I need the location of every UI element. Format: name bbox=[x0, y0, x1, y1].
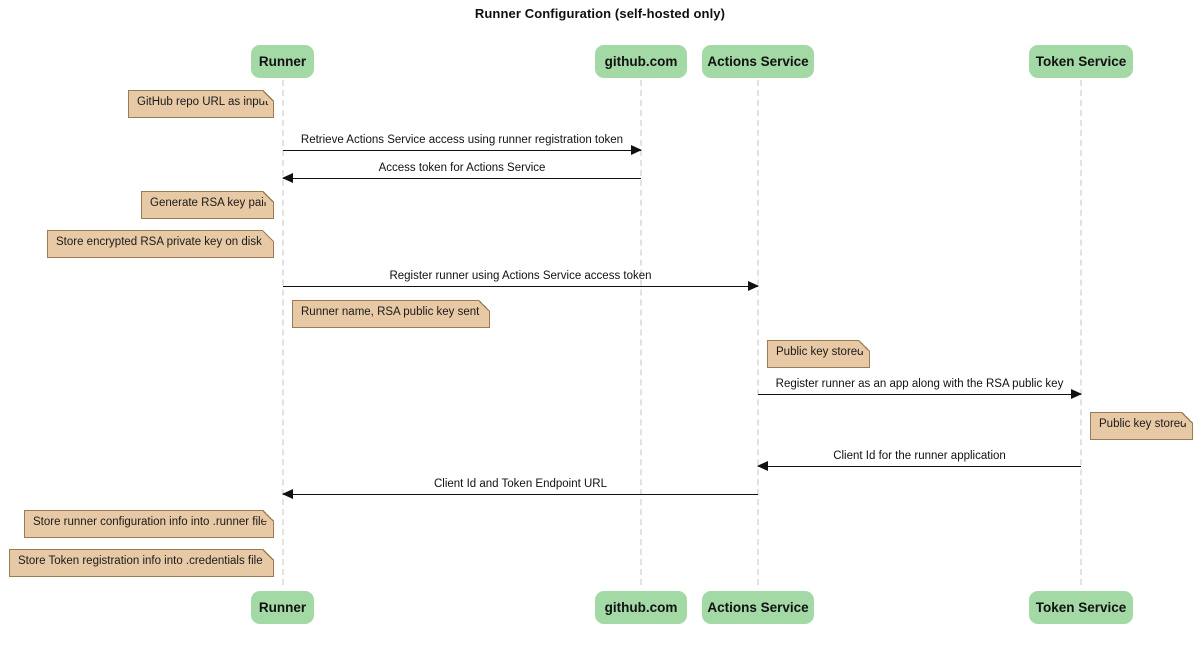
message-label: Retrieve Actions Service access using ru… bbox=[300, 134, 624, 146]
participant-label: github.com bbox=[604, 54, 678, 69]
note-text: Public key stored bbox=[776, 346, 864, 358]
note-text: Runner name, RSA public key sent bbox=[301, 306, 480, 318]
participant-label: Runner bbox=[258, 600, 307, 615]
note-n5: Public key stored bbox=[767, 340, 870, 368]
page-title: Runner Configuration (self-hosted only) bbox=[474, 6, 726, 21]
arrowhead-icon bbox=[1071, 389, 1082, 399]
lifeline-runner bbox=[282, 80, 284, 585]
message-label: Client Id for the runner application bbox=[833, 450, 1006, 462]
participant-footer-github[interactable]: github.com bbox=[595, 591, 687, 624]
note-n3: Store encrypted RSA private key on disk bbox=[47, 230, 274, 258]
message-label: Client Id and Token Endpoint URL bbox=[433, 478, 608, 490]
participant-label: github.com bbox=[604, 600, 678, 615]
note-n8: Store Token registration info into .cred… bbox=[9, 549, 274, 577]
message-label: Register runner using Actions Service ac… bbox=[389, 270, 652, 282]
participant-header-runner[interactable]: Runner bbox=[251, 45, 314, 78]
message-line bbox=[283, 286, 758, 287]
note-text: Generate RSA key pair bbox=[150, 197, 268, 209]
participant-label: Actions Service bbox=[707, 54, 809, 69]
message-line bbox=[283, 494, 758, 495]
arrowhead-icon bbox=[631, 145, 642, 155]
note-text: Store Token registration info into .cred… bbox=[18, 555, 263, 567]
participant-footer-actions[interactable]: Actions Service bbox=[702, 591, 814, 624]
lifeline-actions bbox=[757, 80, 759, 585]
message-label: Register runner as an app along with the… bbox=[775, 378, 1064, 390]
arrowhead-icon bbox=[757, 461, 768, 471]
note-text: Store encrypted RSA private key on disk bbox=[56, 236, 262, 248]
note-text: GitHub repo URL as input bbox=[137, 96, 269, 108]
participant-label: Token Service bbox=[1035, 600, 1127, 615]
message-line bbox=[283, 178, 641, 179]
arrowhead-icon bbox=[748, 281, 759, 291]
participant-label: Actions Service bbox=[707, 600, 809, 615]
lifeline-github bbox=[640, 80, 642, 585]
arrowhead-icon bbox=[282, 173, 293, 183]
participant-header-github[interactable]: github.com bbox=[595, 45, 687, 78]
note-n4: Runner name, RSA public key sent bbox=[292, 300, 490, 328]
participant-footer-token[interactable]: Token Service bbox=[1029, 591, 1133, 624]
note-n2: Generate RSA key pair bbox=[141, 191, 274, 219]
message-label: Access token for Actions Service bbox=[378, 162, 546, 174]
participant-label: Token Service bbox=[1035, 54, 1127, 69]
participant-header-token[interactable]: Token Service bbox=[1029, 45, 1133, 78]
message-line bbox=[283, 150, 641, 151]
lifeline-token bbox=[1080, 80, 1082, 585]
note-n6: Public key stored bbox=[1090, 412, 1193, 440]
note-text: Public key stored bbox=[1099, 418, 1187, 430]
participant-header-actions[interactable]: Actions Service bbox=[702, 45, 814, 78]
arrowhead-icon bbox=[282, 489, 293, 499]
participant-label: Runner bbox=[258, 54, 307, 69]
participant-footer-runner[interactable]: Runner bbox=[251, 591, 314, 624]
note-n7: Store runner configuration info into .ru… bbox=[24, 510, 274, 538]
note-n1: GitHub repo URL as input bbox=[128, 90, 274, 118]
message-line bbox=[758, 394, 1081, 395]
note-text: Store runner configuration info into .ru… bbox=[33, 516, 267, 528]
message-line bbox=[758, 466, 1081, 467]
